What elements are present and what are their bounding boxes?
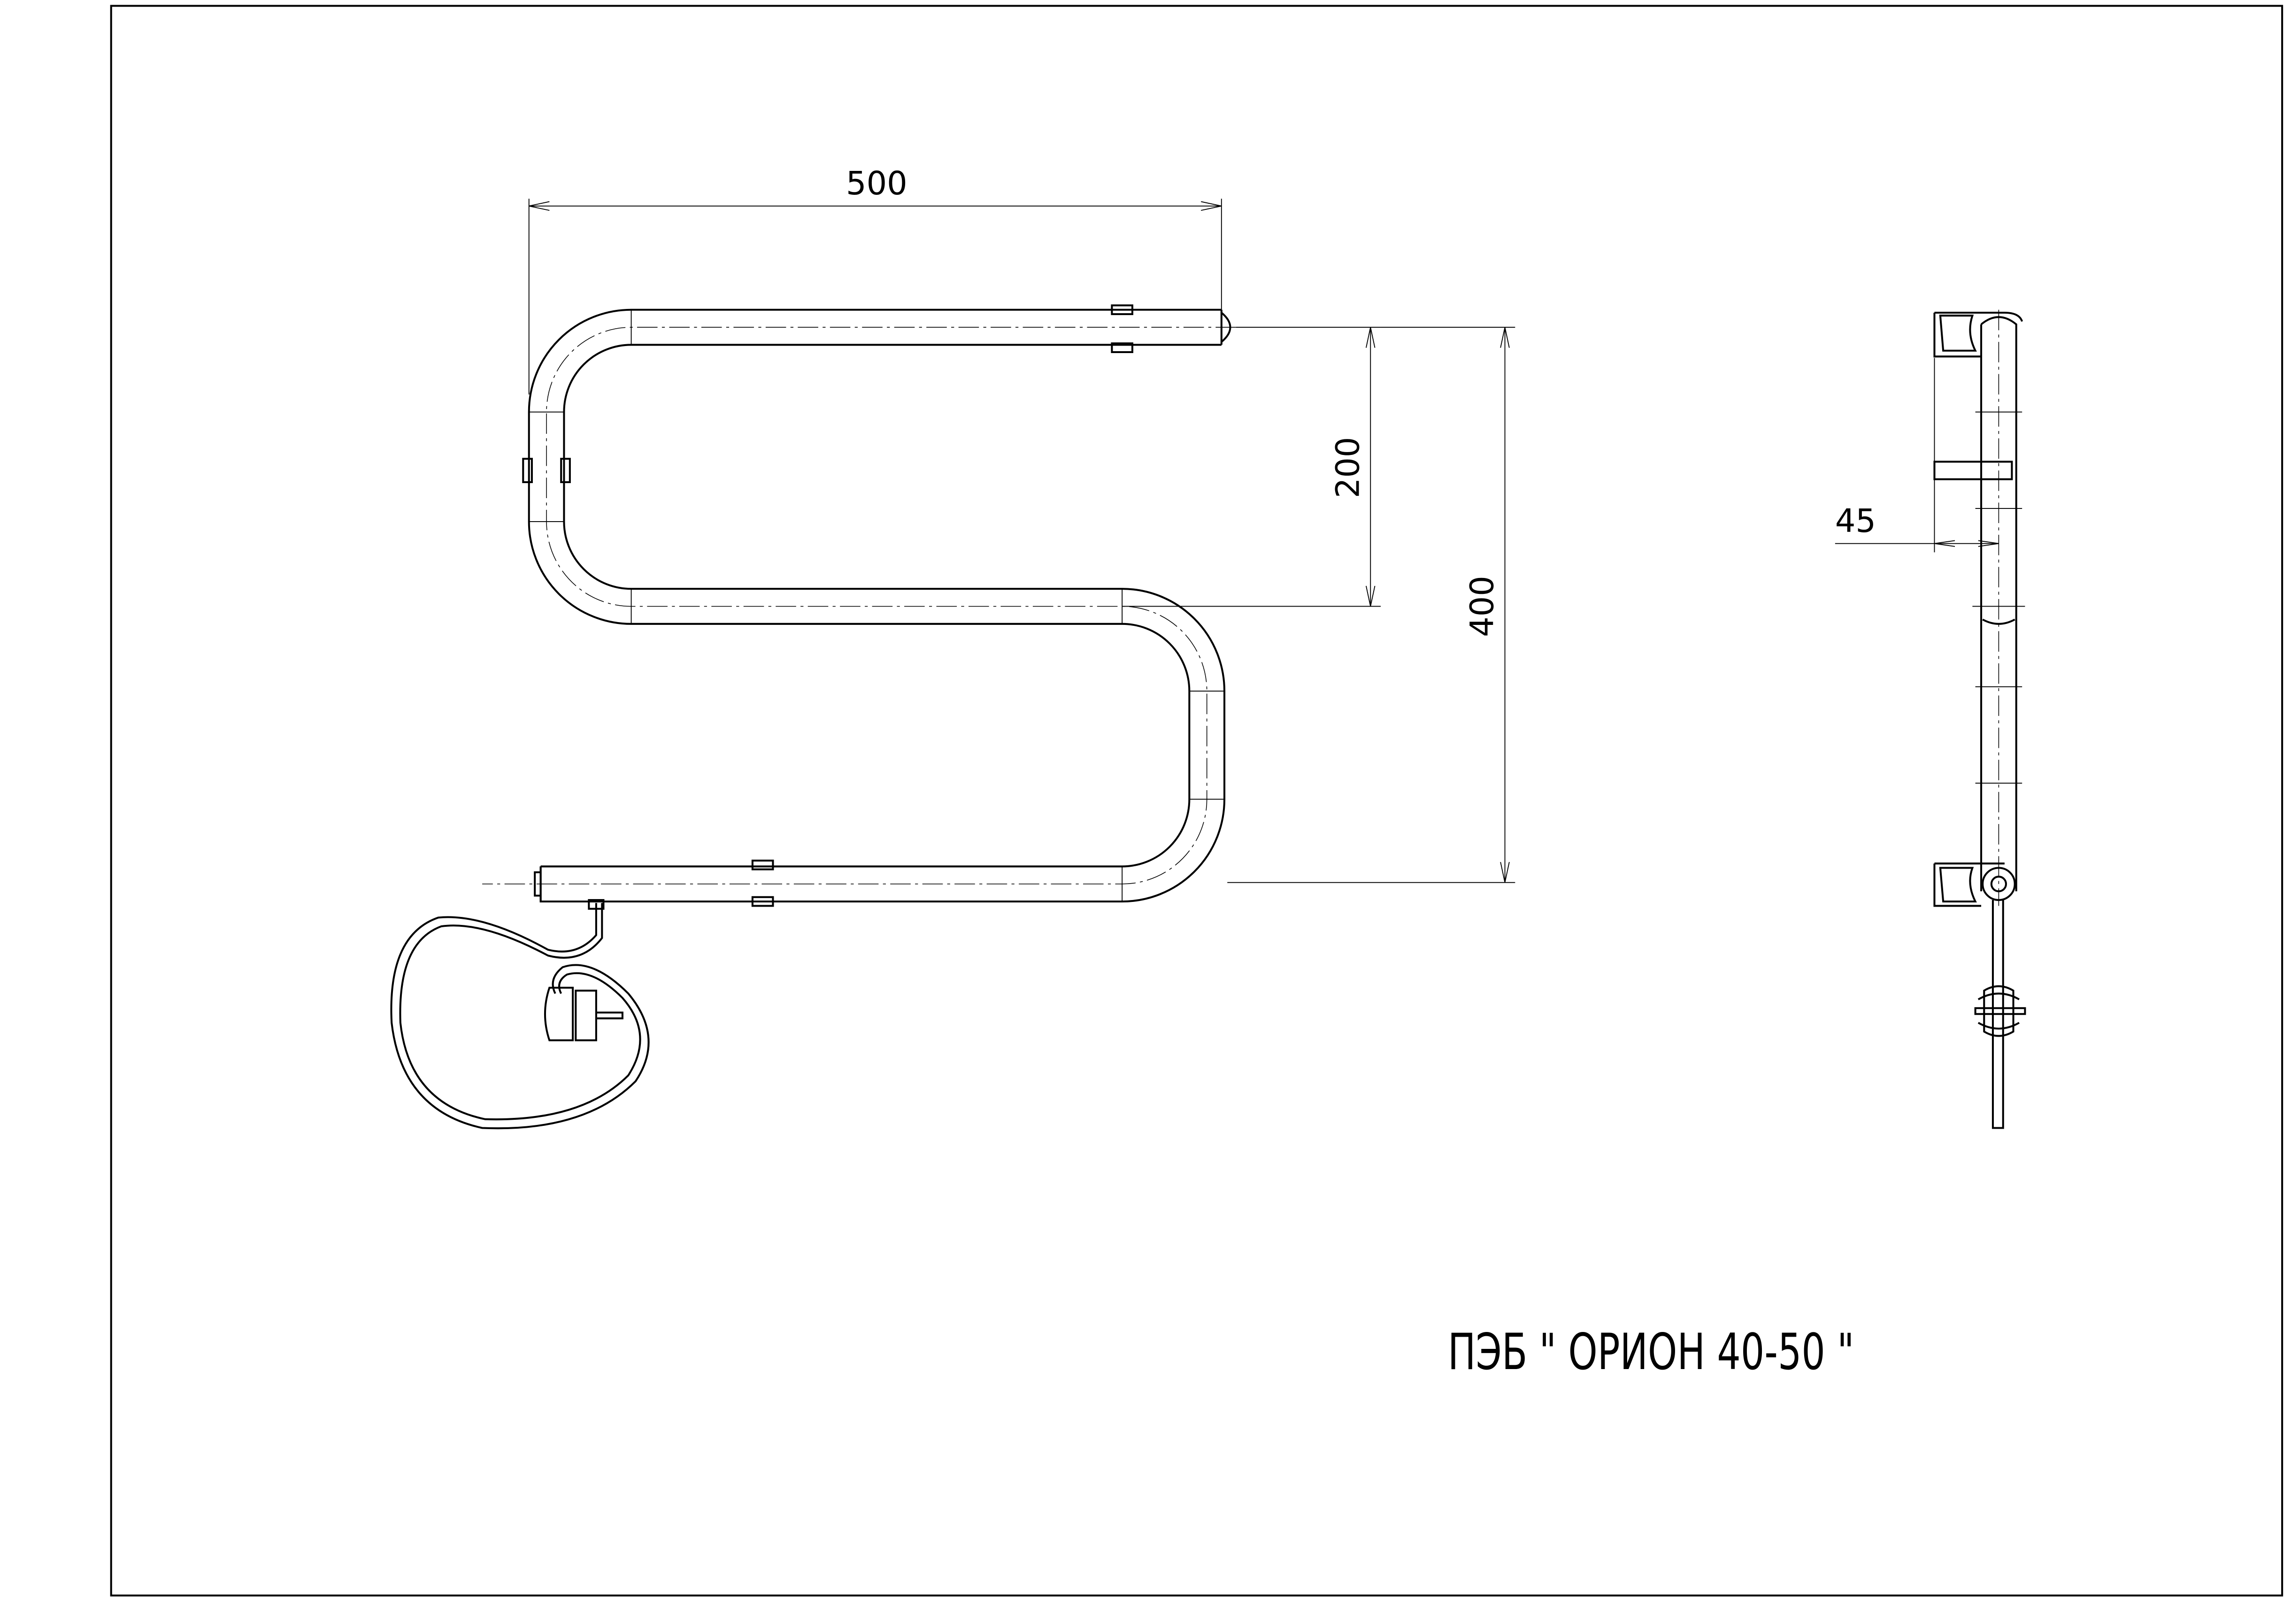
clip: [751, 859, 774, 870]
clip: [522, 458, 533, 483]
power-cable-with-plug: [390, 899, 650, 1130]
dimension-label-step: 200: [1329, 437, 1367, 499]
dimension-depth: 45: [1835, 358, 1999, 553]
dimension-height: 400: [1227, 327, 1515, 883]
dimension-label-height: 400: [1464, 576, 1501, 637]
clip: [751, 896, 774, 907]
clip: [1111, 304, 1134, 316]
dimension-label-width: 500: [846, 165, 907, 202]
clip: [1111, 342, 1134, 354]
drawing-title: ПЭБ " ОРИОН 40-50 ": [1448, 1324, 1854, 1381]
dimension-step: 200: [1122, 327, 1381, 607]
side-view-towel-rail: [1933, 309, 2026, 1129]
drawing-frame: [110, 5, 2283, 1597]
front-view-towel-rail: [482, 304, 1236, 907]
middle-bracket: [1933, 461, 2013, 480]
clip: [560, 458, 571, 483]
wall-bracket-bottom: [1933, 862, 2005, 907]
dimension-label-depth: 45: [1835, 502, 1876, 540]
wall-bracket-top: [1933, 311, 2023, 358]
dimension-width: 500: [528, 165, 1222, 395]
